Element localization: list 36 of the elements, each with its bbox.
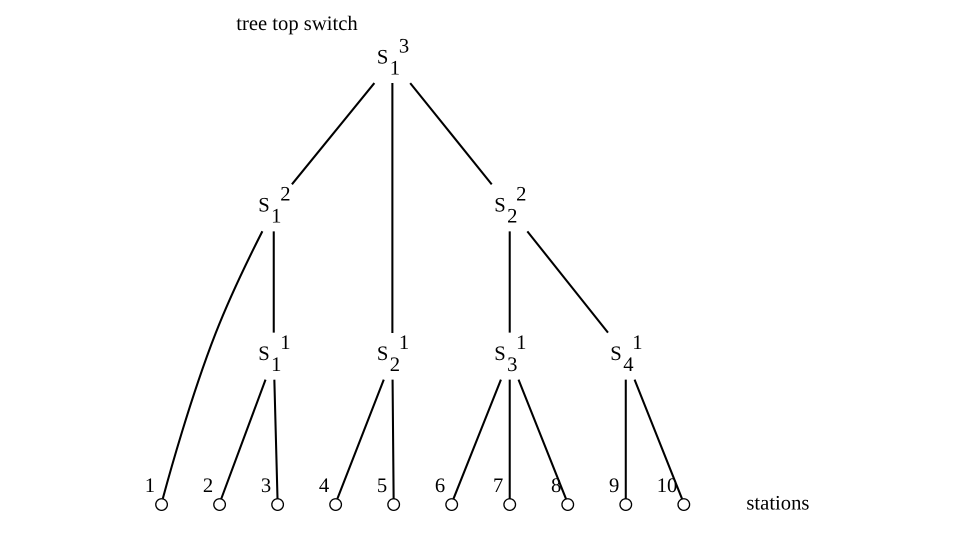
node-label: 7 bbox=[492, 475, 503, 498]
connector bbox=[391, 380, 394, 499]
node-circle bbox=[270, 498, 284, 511]
node-label: 9 bbox=[608, 475, 619, 498]
connector bbox=[272, 380, 278, 499]
connector bbox=[508, 380, 510, 499]
connector bbox=[517, 379, 566, 500]
node-label: 5 bbox=[376, 475, 387, 498]
connector bbox=[408, 82, 492, 185]
node-label: 1 bbox=[144, 475, 155, 498]
label: stations bbox=[746, 492, 809, 514]
node-circle bbox=[212, 498, 226, 511]
connector bbox=[526, 230, 608, 334]
node-circle bbox=[328, 498, 342, 511]
connector bbox=[390, 83, 393, 334]
connector bbox=[633, 379, 682, 500]
connector bbox=[272, 231, 274, 333]
connector bbox=[161, 230, 263, 499]
node-circle bbox=[676, 498, 690, 511]
node-circle bbox=[502, 498, 516, 511]
node-label: 2 bbox=[202, 475, 213, 498]
node-circle bbox=[444, 498, 458, 511]
node-circle bbox=[560, 498, 574, 511]
node-circle bbox=[618, 498, 632, 511]
connector bbox=[452, 379, 502, 500]
connector bbox=[624, 380, 626, 499]
node-label: tree top switch bbox=[236, 12, 358, 35]
node-circle bbox=[386, 498, 400, 511]
connector bbox=[508, 231, 510, 333]
node-label: 3 bbox=[260, 475, 271, 498]
connector bbox=[290, 82, 375, 185]
connector bbox=[220, 379, 266, 500]
node-label: 6 bbox=[434, 475, 445, 498]
node-circle bbox=[154, 498, 168, 511]
node-label: 4 bbox=[318, 475, 329, 498]
connector bbox=[336, 379, 384, 500]
